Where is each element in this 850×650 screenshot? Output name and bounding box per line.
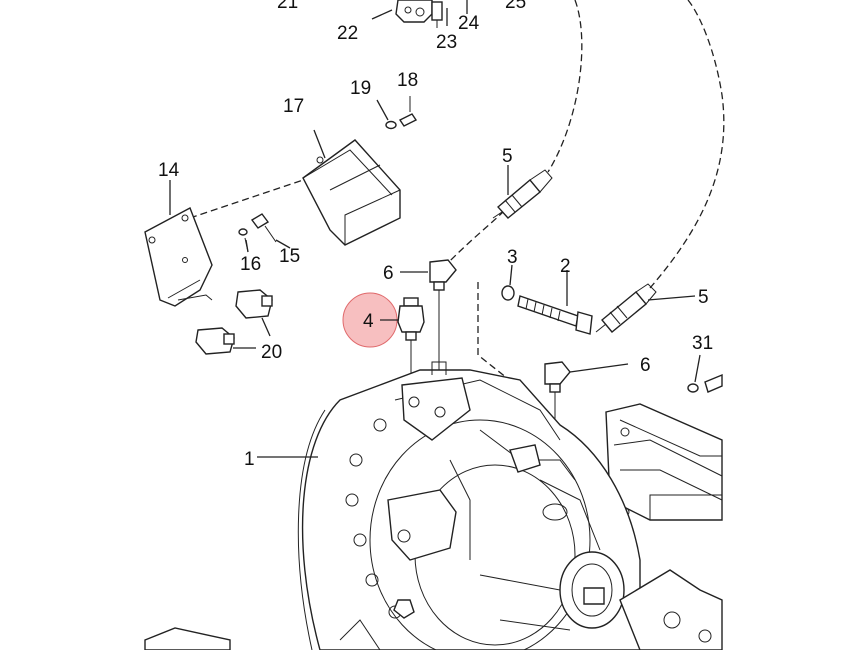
part-14-mounting-plate xyxy=(144,207,213,307)
callout-17: 17 xyxy=(283,96,304,117)
trailing-arm xyxy=(619,569,723,650)
part-23-bolt xyxy=(431,1,443,28)
callout-19: 19 xyxy=(350,78,371,99)
callout-23: 23 xyxy=(436,32,457,53)
part-2-bolt xyxy=(517,295,593,335)
callout-24: 24 xyxy=(458,13,480,34)
callout-15: 15 xyxy=(279,246,300,267)
part-5-sensor-upper xyxy=(492,169,553,219)
callout-14: 14 xyxy=(158,160,180,181)
part-5-sensor-lower xyxy=(595,283,657,333)
callout-5-lower: 5 xyxy=(698,287,709,308)
part-6-elbow-lower xyxy=(544,361,571,440)
part-3-washer xyxy=(501,285,515,301)
callout-20: 20 xyxy=(261,342,282,363)
part-31-bolt xyxy=(687,373,723,393)
part-20-connectors xyxy=(177,289,273,355)
part-15-bolt xyxy=(250,213,277,243)
part-1-axle-housing xyxy=(297,361,641,650)
callout-2: 2 xyxy=(560,256,571,277)
part-18-screw xyxy=(398,96,418,127)
callout-21: 21 xyxy=(277,0,298,13)
callout-6-upper: 6 xyxy=(383,263,394,284)
part-17-module-bracket xyxy=(302,139,401,246)
part-6-elbow-upper xyxy=(429,259,457,370)
part-22-sensor xyxy=(395,0,433,23)
callout-3: 3 xyxy=(507,247,518,268)
part-19-washer xyxy=(385,120,397,130)
frame-rail-lower-left xyxy=(144,627,231,650)
callout-25: 25 xyxy=(505,0,526,13)
callout-22: 22 xyxy=(337,23,358,44)
callout-31: 31 xyxy=(692,333,713,354)
callout-4: 4 xyxy=(363,311,374,332)
callout-5-upper: 5 xyxy=(502,146,513,167)
callout-6-lower: 6 xyxy=(640,355,651,376)
callout-1: 1 xyxy=(244,449,255,470)
callout-16: 16 xyxy=(240,254,261,275)
callout-18: 18 xyxy=(397,70,418,91)
